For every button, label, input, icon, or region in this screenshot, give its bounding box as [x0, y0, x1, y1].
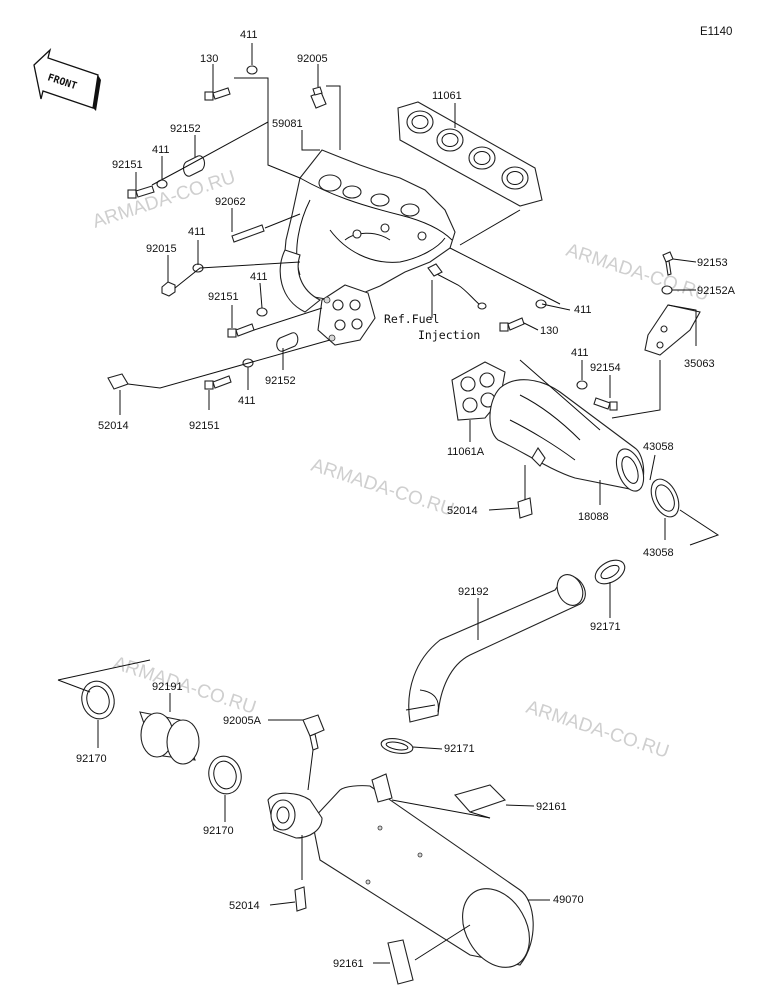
manifold-gasket-11061	[397, 101, 543, 207]
part-label: 92015	[146, 243, 177, 255]
exhaust-pipe-18088	[489, 379, 645, 519]
sleeve-92191	[139, 711, 200, 765]
part-label: 11061A	[447, 446, 485, 458]
exhaust-hose-92192	[405, 574, 586, 723]
hose-clamp-92170a	[81, 680, 115, 720]
part-label: 411	[250, 271, 268, 283]
part-label: 92170	[76, 753, 107, 765]
exhaust-manifold	[279, 149, 456, 346]
part-label: 92161	[536, 801, 567, 813]
fasteners-right	[576, 380, 618, 411]
part-label: 411	[571, 347, 589, 359]
part-label: 92154	[590, 362, 621, 374]
part-label: 59081	[272, 118, 303, 130]
watermark-5: ARMADA-CO.RU	[523, 697, 671, 763]
part-label: 49070	[553, 894, 584, 906]
part-label: 52014	[229, 900, 260, 912]
part-label: 411	[238, 395, 256, 407]
part-label: 92151	[208, 291, 239, 303]
part-label: 43058	[643, 547, 674, 559]
part-label: 35063	[684, 358, 715, 370]
part-label: 130	[200, 53, 218, 65]
part-label: 92171	[590, 621, 621, 633]
part-label: 130	[540, 325, 558, 337]
part-label: 92005	[297, 53, 328, 65]
part-label: 43058	[643, 441, 674, 453]
hose-clamp-92171b	[380, 738, 414, 754]
leader-lines	[57, 43, 720, 964]
fasteners-upper	[107, 65, 547, 390]
part-label: 411	[574, 304, 592, 316]
hose-clamp-92170b	[208, 755, 242, 795]
clamp-ring-43058	[650, 478, 680, 518]
diagram-code: E1140	[700, 26, 732, 38]
part-label: 92152A	[697, 285, 736, 297]
part-label: 52014	[447, 505, 478, 517]
part-label: 92062	[215, 196, 246, 208]
fitting-92005A	[302, 714, 325, 791]
part-labels: 411 130 92005 11061 59081 92152 411 9215…	[76, 29, 736, 970]
part-label: 11061	[432, 90, 462, 102]
front-arrow-icon: FRONT	[33, 48, 101, 111]
part-label: 18088	[578, 511, 609, 523]
part-label: 92192	[458, 586, 489, 598]
part-label: 92005A	[223, 715, 262, 727]
part-label: 92151	[112, 159, 143, 171]
part-label: 92161	[333, 958, 364, 970]
muffler-49070	[267, 773, 534, 968]
part-label: 411	[240, 29, 258, 41]
part-label: 411	[188, 226, 206, 238]
plate-92161a	[454, 784, 507, 813]
part-label: 92152	[170, 123, 201, 135]
watermark-4: ARMADA-CO.RU	[110, 653, 258, 719]
part-label: 92191	[152, 681, 183, 693]
part-label: 92153	[697, 257, 728, 269]
fuel-injection-sensor	[427, 263, 487, 310]
part-label: 92152	[265, 375, 296, 387]
part-label: 52014	[98, 420, 129, 432]
hose-clamp-92171a	[594, 559, 626, 585]
ref-note-line-1: Ref.Fuel	[384, 312, 439, 326]
part-label: 92151	[189, 420, 220, 432]
part-label: 92171	[444, 743, 475, 755]
watermark-3: ARMADA-CO.RU	[308, 455, 456, 521]
plate-92161b	[387, 939, 414, 985]
part-label: 92170	[203, 825, 234, 837]
ref-note-line-2: Injection	[418, 328, 480, 342]
watermark-2: ARMADA-CO.RU	[563, 240, 711, 306]
part-label: 411	[152, 144, 170, 156]
